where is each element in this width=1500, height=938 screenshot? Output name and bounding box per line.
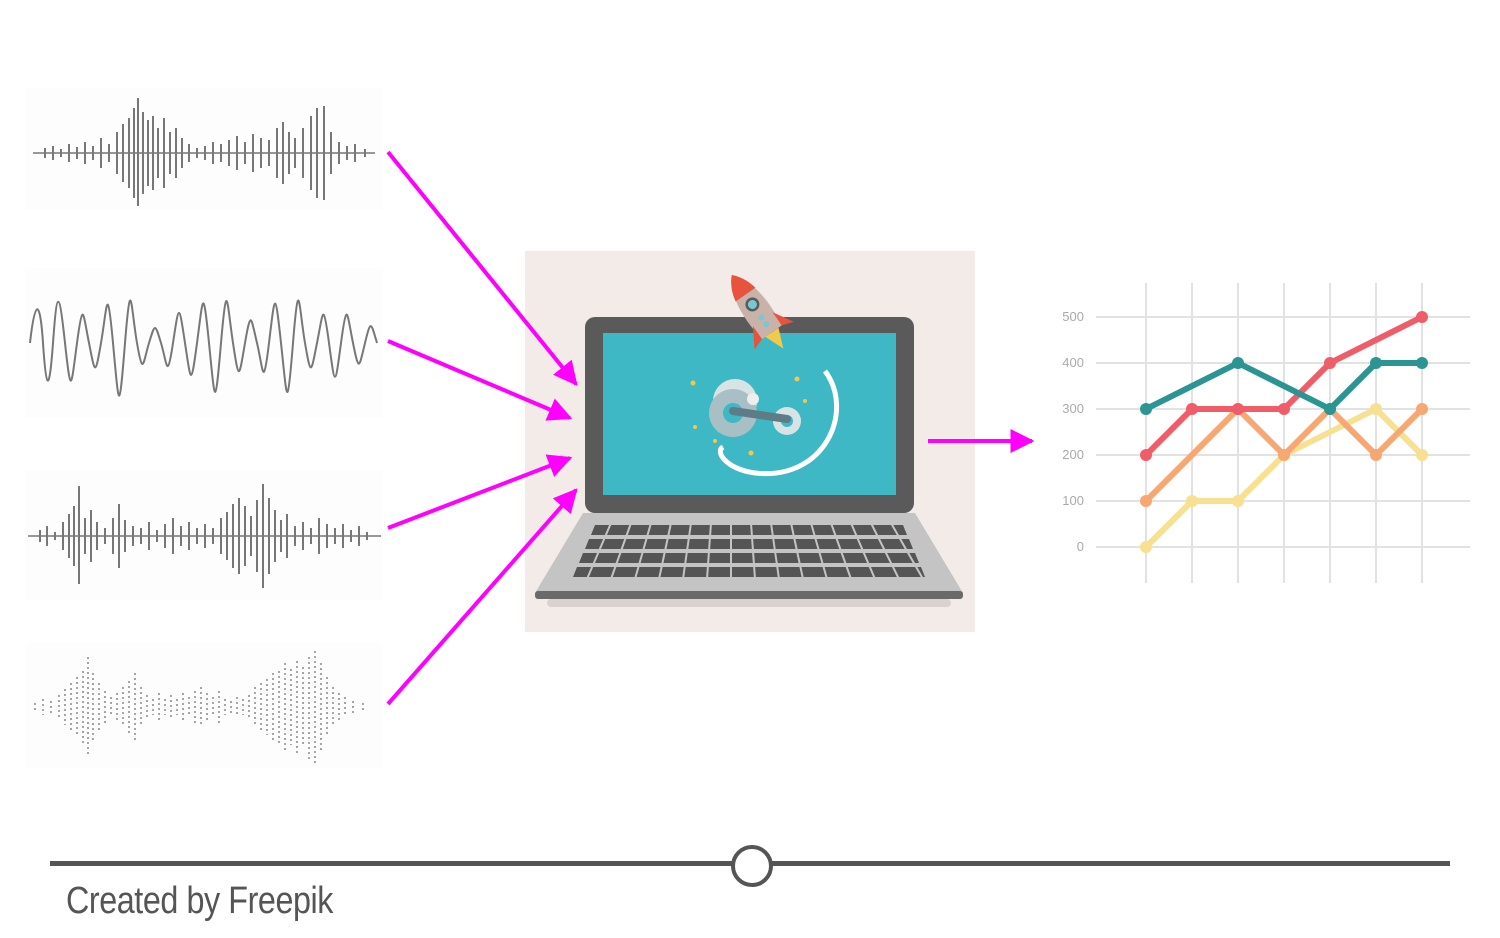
data-point bbox=[1140, 541, 1152, 553]
data-point bbox=[1416, 403, 1428, 415]
data-point bbox=[1278, 449, 1290, 461]
data-point bbox=[1232, 357, 1244, 369]
data-point bbox=[1186, 495, 1198, 507]
sound-wave-icon bbox=[33, 98, 375, 206]
sound-wave-icon bbox=[28, 484, 381, 588]
data-point bbox=[1186, 403, 1198, 415]
data-point bbox=[1370, 403, 1382, 415]
waveform-input-3 bbox=[25, 470, 383, 600]
chart-series bbox=[1140, 311, 1428, 553]
data-point bbox=[1232, 403, 1244, 415]
waveform-input-1 bbox=[25, 88, 383, 210]
waveform-input-4 bbox=[25, 643, 383, 768]
y-tick-label: 300 bbox=[1062, 401, 1084, 416]
waveform-input-2 bbox=[25, 268, 383, 418]
sound-wave-icon bbox=[34, 651, 364, 763]
y-tick-label: 500 bbox=[1062, 309, 1084, 324]
data-point bbox=[1416, 357, 1428, 369]
series-line bbox=[1143, 314, 1425, 458]
laptop-icon bbox=[535, 274, 963, 607]
data-point bbox=[1232, 495, 1244, 507]
data-point bbox=[1278, 403, 1290, 415]
data-point bbox=[1416, 449, 1428, 461]
y-tick-label: 200 bbox=[1062, 447, 1084, 462]
data-point bbox=[1140, 403, 1152, 415]
data-point bbox=[1370, 357, 1382, 369]
data-point bbox=[1324, 357, 1336, 369]
rocket-icon bbox=[731, 274, 794, 350]
series-line bbox=[1143, 406, 1425, 550]
data-point bbox=[1140, 495, 1152, 507]
y-tick-label: 0 bbox=[1077, 539, 1084, 554]
y-tick-label: 400 bbox=[1062, 355, 1084, 370]
chart-y-ticks: 500 400 300 200 100 0 bbox=[1062, 309, 1084, 554]
processing-laptop-panel bbox=[525, 251, 975, 632]
data-point bbox=[1416, 311, 1428, 323]
arrow-input-2 bbox=[387, 339, 573, 421]
data-point bbox=[1140, 449, 1152, 461]
data-point bbox=[1370, 449, 1382, 461]
arrow-input-1 bbox=[386, 150, 578, 386]
credit-text: Created by Freepik bbox=[66, 880, 334, 922]
data-point bbox=[1324, 403, 1336, 415]
y-tick-label: 100 bbox=[1062, 493, 1084, 508]
timeline-slider-knob[interactable] bbox=[731, 845, 773, 887]
arrow-input-4 bbox=[386, 488, 578, 706]
series-line bbox=[1143, 406, 1425, 504]
output-line-chart: 500 400 300 200 100 0 bbox=[1062, 283, 1470, 583]
gears-icon bbox=[690, 369, 840, 477]
sound-wave-icon bbox=[29, 299, 378, 397]
arrow-input-3 bbox=[387, 454, 573, 530]
